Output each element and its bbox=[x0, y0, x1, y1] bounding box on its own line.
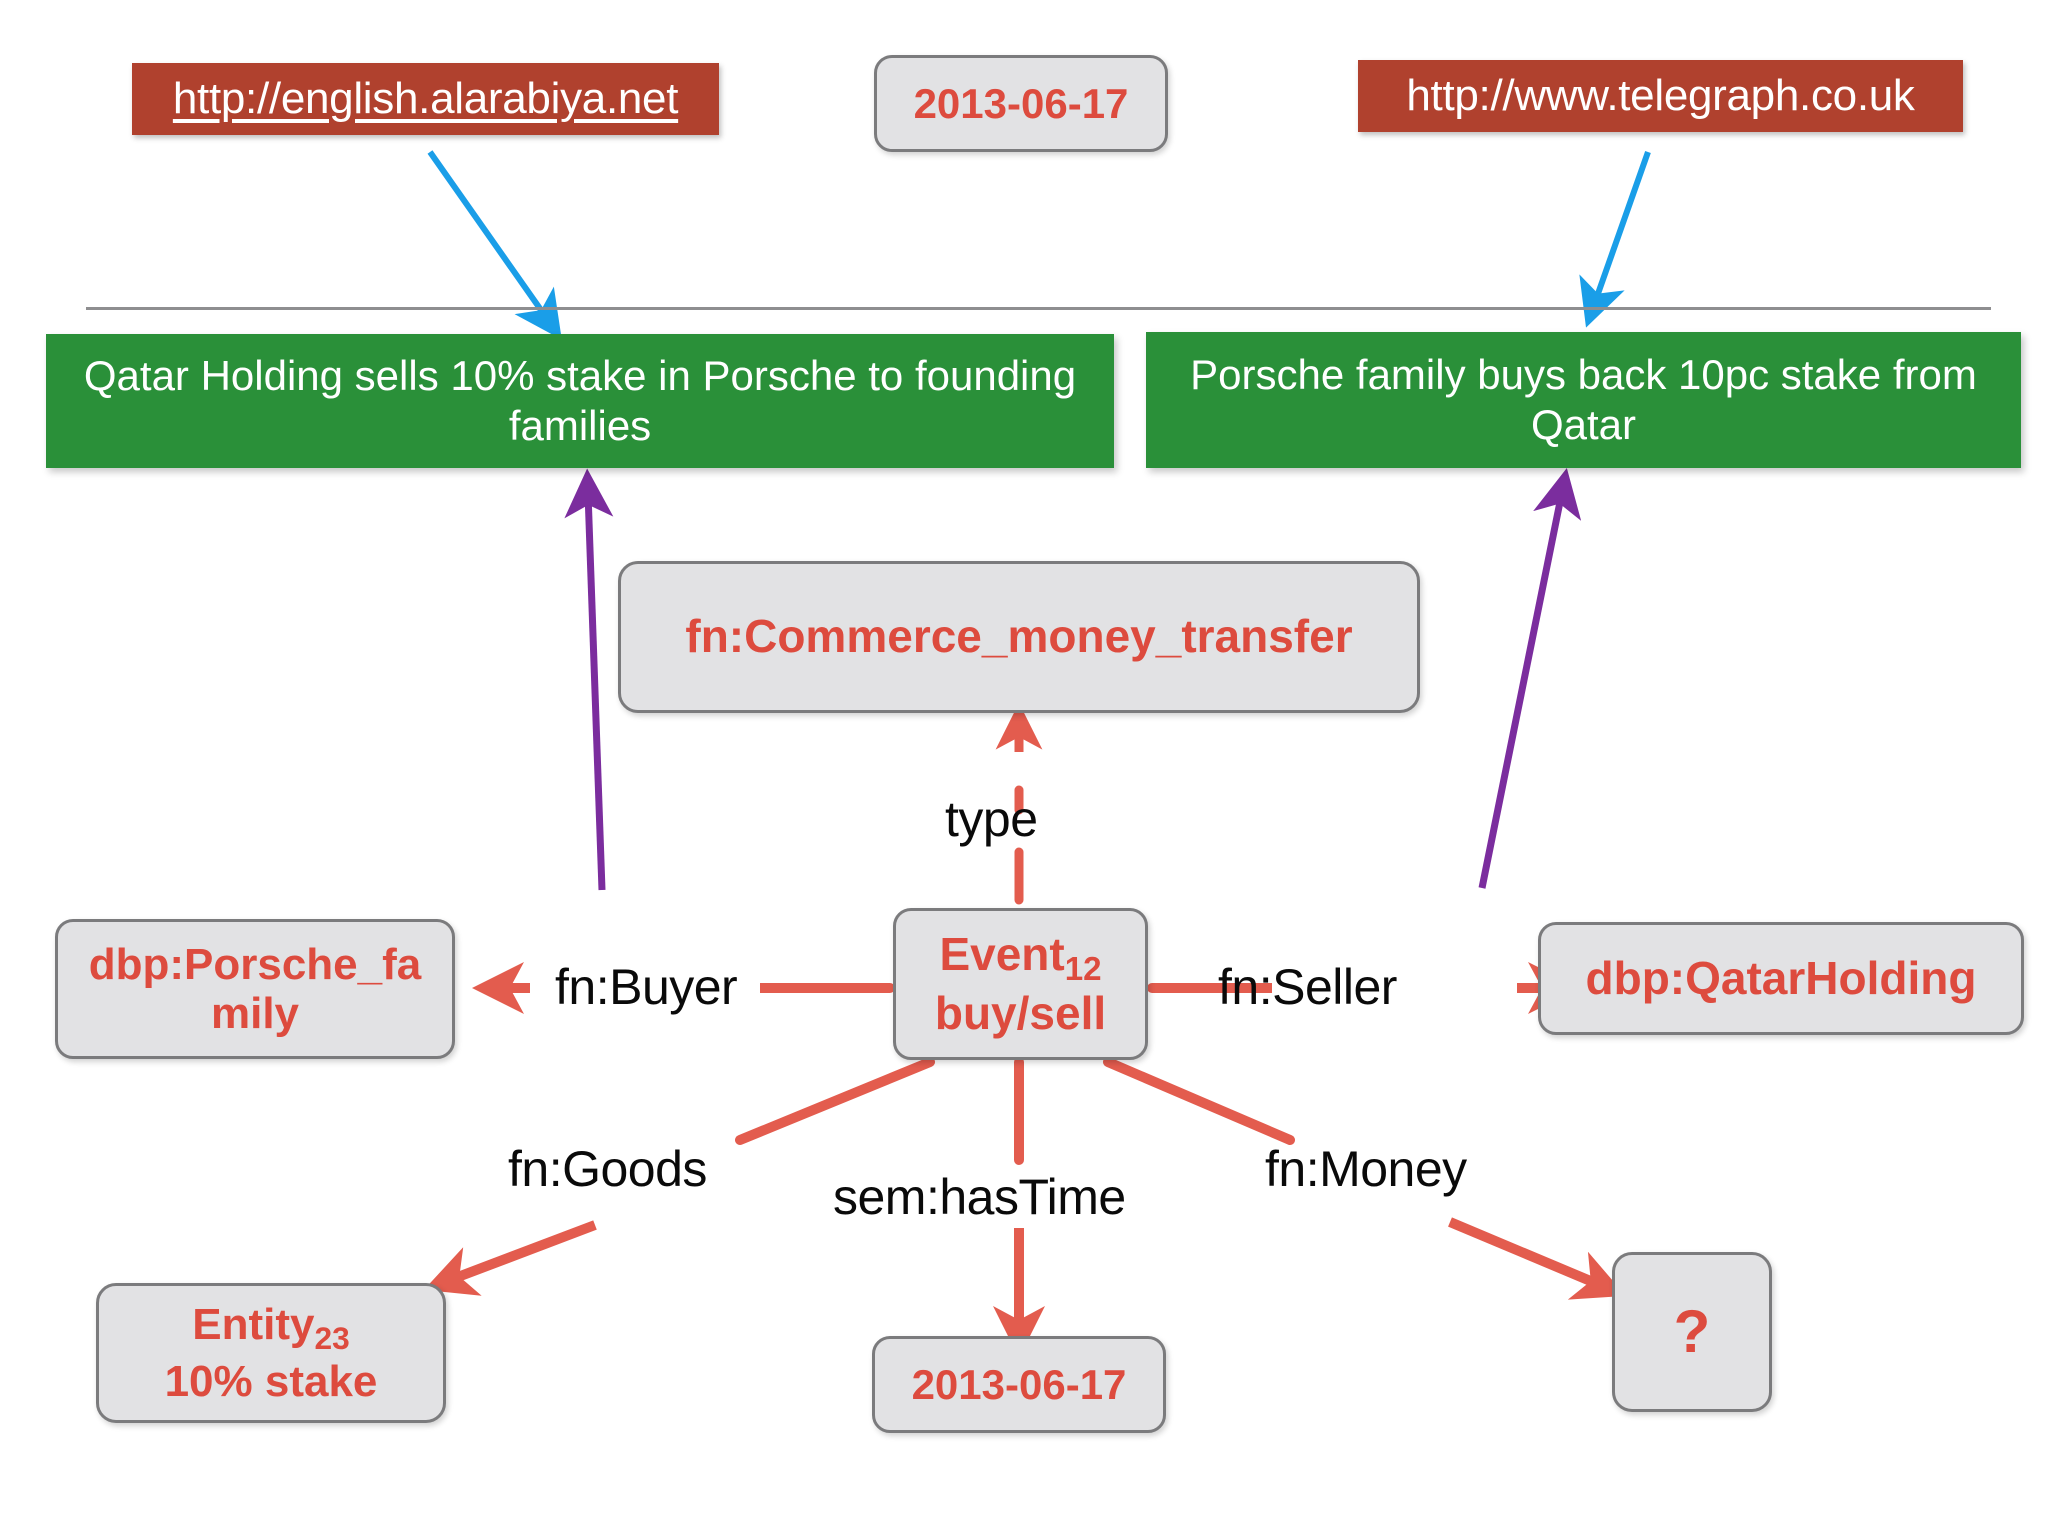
edge-label-goods: fn:Goods bbox=[508, 1141, 707, 1197]
edge-label-buyer: fn:Buyer bbox=[555, 959, 738, 1015]
node-goods-label: Entity bbox=[192, 1300, 315, 1350]
arrow-source-left bbox=[427, 150, 562, 340]
source-date-badge[interactable]: 2013-06-17 bbox=[874, 55, 1168, 152]
edge-label-seller: fn:Seller bbox=[1218, 959, 1397, 1015]
node-event-line2: buy/sell bbox=[934, 986, 1107, 1039]
section-divider bbox=[86, 307, 1991, 310]
edge-label-money: fn:Money bbox=[1265, 1141, 1467, 1197]
node-money-text: ? bbox=[1673, 1298, 1711, 1366]
edge-label-hastime: sem:hasTime bbox=[833, 1169, 1126, 1225]
node-seller[interactable]: dbp:QatarHolding bbox=[1538, 922, 2024, 1035]
arrow-event-to-left-headline bbox=[564, 468, 614, 891]
node-money-unknown[interactable]: ? bbox=[1612, 1252, 1772, 1412]
node-goods-line2: 10% stake bbox=[164, 1356, 378, 1406]
node-goods-subscript: 23 bbox=[314, 1320, 350, 1357]
node-goods-line1: Entity23 bbox=[192, 1300, 349, 1356]
node-goods[interactable]: Entity23 10% stake bbox=[96, 1283, 446, 1423]
node-event[interactable]: Event12 buy/sell bbox=[893, 908, 1148, 1060]
headline-left: Qatar Holding sells 10% stake in Porsche… bbox=[46, 334, 1114, 468]
source-url-right[interactable]: http://www.telegraph.co.uk bbox=[1358, 60, 1963, 132]
source-url-left[interactable]: http://english.alarabiya.net bbox=[132, 63, 719, 135]
node-seller-text: dbp:QatarHolding bbox=[1585, 951, 1977, 1004]
node-event-subscript: 12 bbox=[1064, 950, 1102, 988]
node-time-text: 2013-06-17 bbox=[911, 1360, 1127, 1408]
source-url-right-text: http://www.telegraph.co.uk bbox=[1406, 71, 1915, 120]
edge-label-type: type bbox=[945, 791, 1038, 847]
node-event-type-text: fn:Commerce_money_transfer bbox=[685, 610, 1353, 663]
node-event-line1: Event12 bbox=[939, 927, 1102, 988]
node-event-label: Event bbox=[939, 927, 1065, 980]
arrow-event-to-right-headline bbox=[1478, 467, 1582, 889]
source-date-badge-text: 2013-06-17 bbox=[913, 79, 1129, 127]
headline-right: Porsche family buys back 10pc stake from… bbox=[1146, 332, 2021, 468]
node-time[interactable]: 2013-06-17 bbox=[872, 1336, 1166, 1433]
headline-right-text: Porsche family buys back 10pc stake from… bbox=[1190, 351, 1977, 448]
node-buyer[interactable]: dbp:Porsche_fa mily bbox=[55, 919, 455, 1059]
node-buyer-line2: mily bbox=[210, 989, 300, 1038]
node-buyer-line1: dbp:Porsche_fa bbox=[88, 939, 422, 989]
node-event-type[interactable]: fn:Commerce_money_transfer bbox=[618, 561, 1420, 713]
headline-left-text: Qatar Holding sells 10% stake in Porsche… bbox=[83, 352, 1077, 449]
source-url-left-text: http://english.alarabiya.net bbox=[172, 74, 679, 123]
arrow-source-right bbox=[1579, 151, 1651, 328]
